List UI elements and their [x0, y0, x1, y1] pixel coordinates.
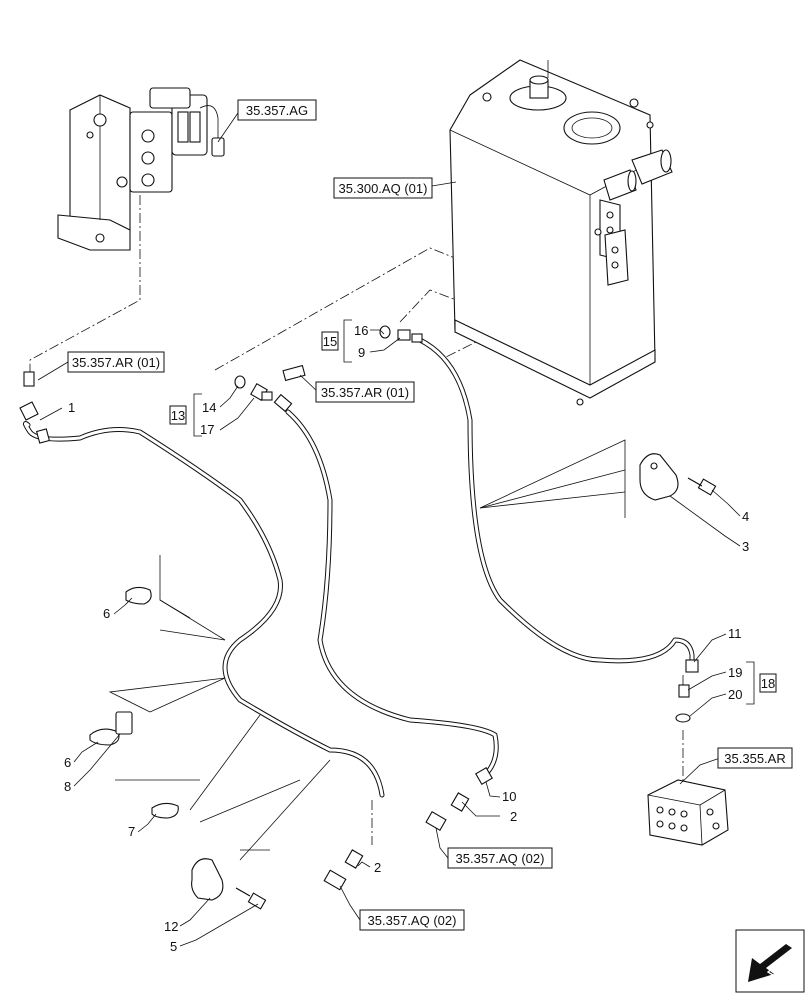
ref-label: 35.300.AQ (01) — [339, 181, 428, 196]
callout-11[interactable]: 11 — [728, 626, 742, 641]
hydraulic-tank — [449, 59, 673, 406]
callout-6-bottom[interactable]: 6 — [64, 755, 71, 770]
callout-2-bottom[interactable]: 2 — [374, 860, 381, 875]
ref-label: 35.357.AQ (02) — [456, 851, 545, 866]
reference-35.357.AR-top[interactable]: 35.357.AR (01) — [67, 351, 165, 373]
kit-13[interactable]: 13 — [169, 393, 202, 437]
callout-numbers: 1 14 17 16 9 4 3 11 19 20 10 2 2 6 6 8 7… — [64, 323, 749, 954]
separator-lines — [108, 439, 626, 861]
distribution-block — [647, 779, 729, 846]
leader-lines — [37, 109, 741, 947]
ref-label: 35.357.AR (01) — [321, 385, 409, 400]
clamps — [89, 453, 717, 910]
kit-18[interactable]: 18 — [746, 661, 777, 705]
hose-1 — [19, 371, 385, 798]
reference-35.357.AR-mid[interactable]: 35.357.AR (01) — [315, 381, 415, 403]
valve-assembly — [57, 87, 225, 251]
ref-label: 35.355.AR — [724, 751, 785, 766]
callout-4[interactable]: 4 — [742, 509, 749, 524]
callout-7[interactable]: 7 — [128, 824, 135, 839]
reference-35.357.AG[interactable]: 35.357.AG — [237, 99, 317, 121]
callout-1[interactable]: 1 — [68, 400, 75, 415]
reference-35.357.AQ-right[interactable]: 35.357.AQ (02) — [447, 847, 553, 869]
kit-15[interactable]: 15 — [321, 319, 352, 363]
hose-11 — [417, 337, 699, 673]
callout-14[interactable]: 14 — [202, 400, 216, 415]
callout-5[interactable]: 5 — [170, 939, 177, 954]
callout-16[interactable]: 16 — [354, 323, 368, 338]
reference-35.357.AQ-bottom[interactable]: 35.357.AQ (02) — [359, 909, 465, 931]
ref-label: 35.357.AQ (02) — [368, 913, 457, 928]
callout-17[interactable]: 17 — [200, 422, 214, 437]
back-arrow-icon[interactable] — [735, 929, 805, 993]
callout-19[interactable]: 19 — [728, 665, 742, 680]
ref-label: 35.357.AR (01) — [72, 355, 160, 370]
callout-9[interactable]: 9 — [358, 345, 365, 360]
callout-3[interactable]: 3 — [742, 539, 749, 554]
callout-12[interactable]: 12 — [164, 919, 178, 934]
ref-label: 35.357.AG — [246, 103, 308, 118]
callout-2-right[interactable]: 2 — [510, 809, 517, 824]
reference-35.300.AQ[interactable]: 35.300.AQ (01) — [333, 177, 433, 199]
callout-10[interactable]: 10 — [502, 789, 516, 804]
kit-label: 18 — [761, 676, 775, 691]
kit-label: 13 — [171, 408, 185, 423]
fittings — [234, 325, 691, 891]
reference-35.355.AR[interactable]: 35.355.AR — [717, 747, 793, 769]
hose-10 — [273, 393, 499, 785]
callout-20[interactable]: 20 — [728, 687, 742, 702]
callout-8[interactable]: 8 — [64, 779, 71, 794]
kit-label: 15 — [323, 334, 337, 349]
callout-6-top[interactable]: 6 — [103, 606, 110, 621]
